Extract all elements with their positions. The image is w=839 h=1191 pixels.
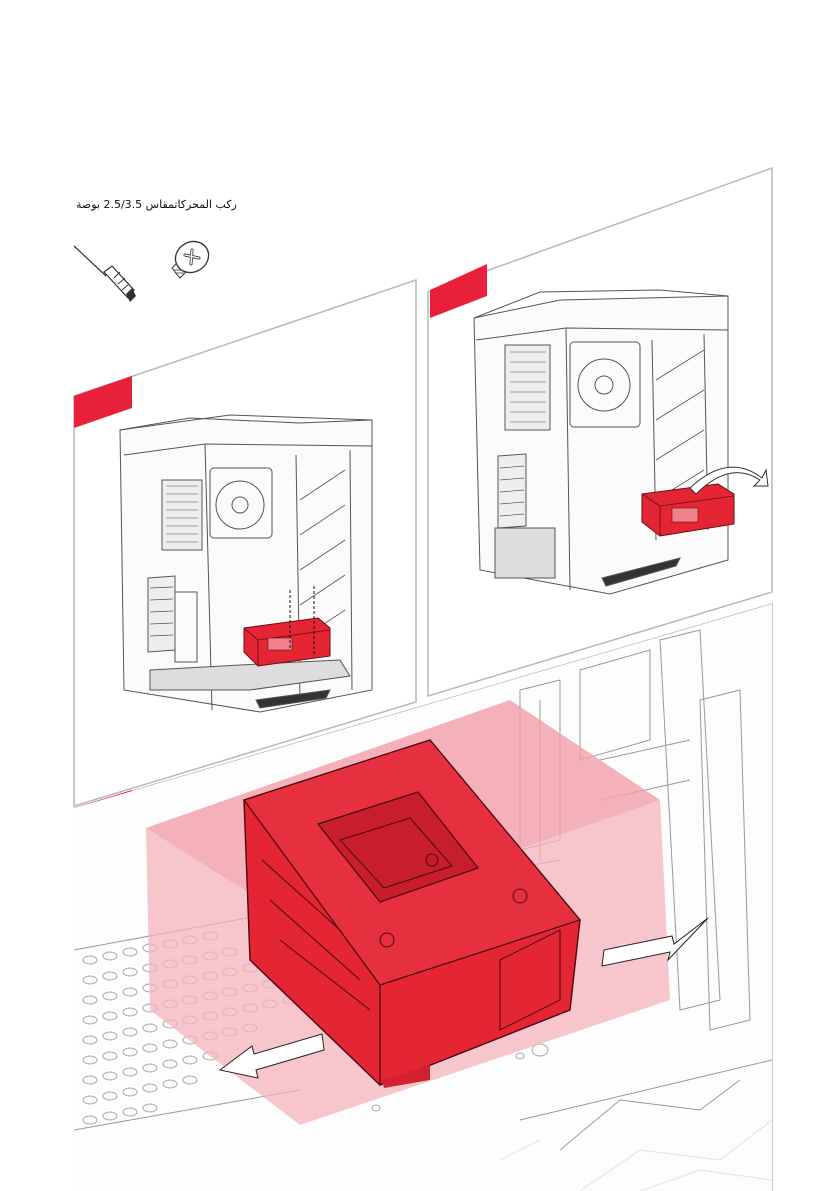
step-1-case-illustration [120,415,372,712]
step-1-badge [74,376,132,428]
screwdriver-icon [74,246,136,302]
screw-icon [170,236,214,279]
step-2-case-illustration [474,290,728,594]
step-2-badge [430,264,487,318]
